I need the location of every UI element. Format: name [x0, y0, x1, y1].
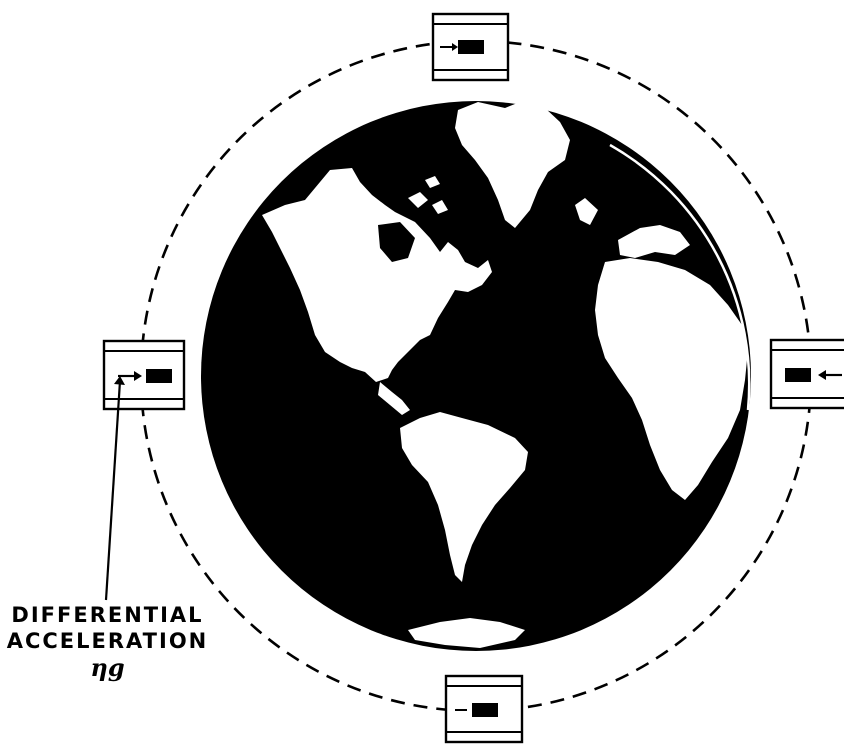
satellite-box-top: [433, 14, 508, 80]
label-symbol: ηg: [0, 654, 215, 682]
annotation-leader-line: [106, 381, 120, 600]
differential-acceleration-label: DIFFERENTIAL ACCELERATION ηg: [0, 602, 215, 682]
label-line-1: DIFFERENTIAL: [0, 602, 215, 628]
label-line-2: ACCELERATION: [0, 628, 215, 654]
earth-globe-icon: [201, 100, 751, 651]
satellite-box-right: [771, 340, 844, 408]
satellite-box-bottom: [446, 676, 522, 742]
satellite-box-left: [104, 341, 184, 409]
